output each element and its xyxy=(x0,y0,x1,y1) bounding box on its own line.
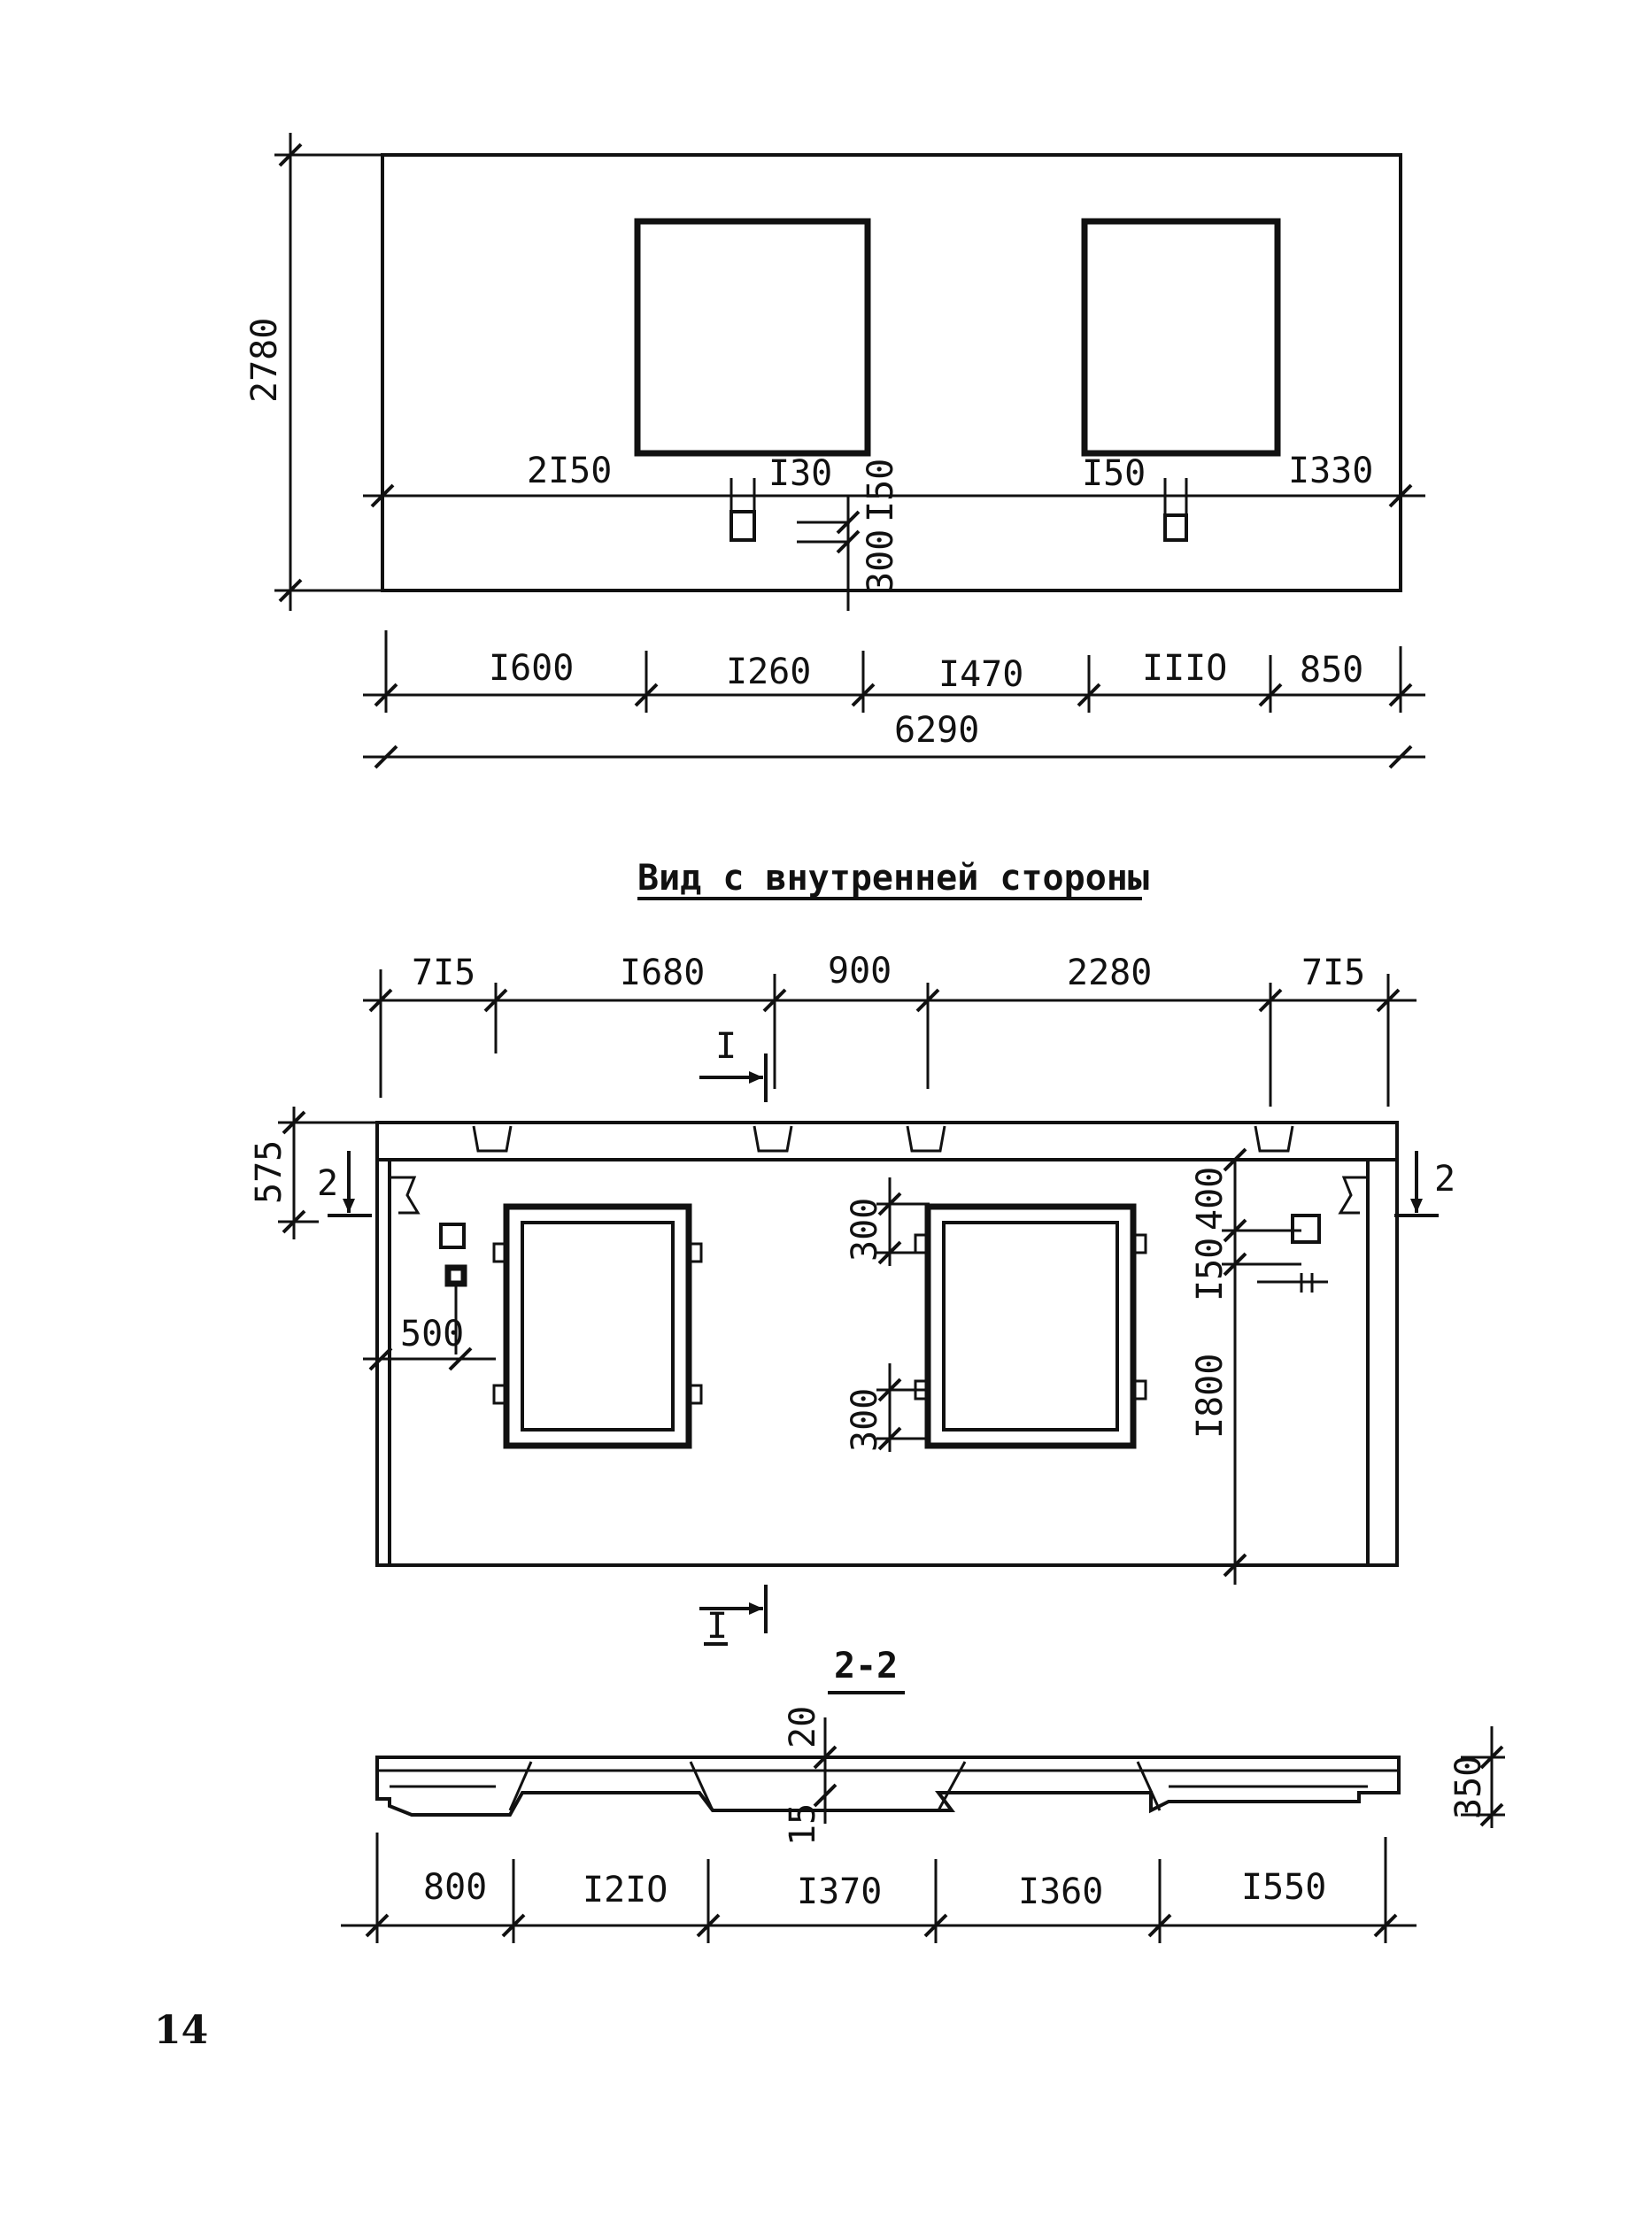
section-depth: 350 xyxy=(1448,1756,1489,1819)
top-thickness: 20 xyxy=(783,1706,823,1748)
top-segment-1: 7I5 xyxy=(412,953,475,993)
section-marker-bottom: I xyxy=(706,1606,728,1647)
total-width: 6290 xyxy=(894,710,979,751)
inner-socket-box-right xyxy=(1291,1214,1321,1244)
segment-1: I600 xyxy=(489,648,574,689)
top-segment-4: 2280 xyxy=(1067,953,1152,993)
bottom-thickness: 15 xyxy=(783,1803,823,1846)
segment-3: I470 xyxy=(938,654,1023,695)
top-segment-2: I680 xyxy=(620,953,705,993)
dim-right-to-edge: I330 xyxy=(1288,451,1373,491)
right-dim-3: I800 xyxy=(1190,1354,1231,1439)
top-segment-3: 900 xyxy=(828,951,892,992)
section-profile xyxy=(375,1756,1401,1817)
inner-junction-box-left xyxy=(444,1264,467,1287)
hinge-gap-bottom: 300 xyxy=(845,1388,885,1452)
inner-window-left-inner xyxy=(521,1221,675,1432)
section-segment-3: I370 xyxy=(797,1871,882,1912)
dim-small-height: 300 xyxy=(861,529,901,593)
panel-outline xyxy=(381,153,1402,592)
section-2-left: 2 xyxy=(317,1163,338,1204)
section-marker-top: I xyxy=(715,1026,737,1067)
inner-window-right-inner xyxy=(942,1221,1119,1432)
section-segment-5: I550 xyxy=(1241,1867,1326,1908)
window-opening-right xyxy=(1081,218,1281,457)
outer-elevation: 2780 2I50 I30 I50 I330 I50 300 xyxy=(244,133,1425,769)
segment-2: I260 xyxy=(726,652,811,692)
section-segment-2: I2IO xyxy=(583,1870,668,1910)
inner-view: Вид с внутренней стороны 7I5 I680 900 22… xyxy=(249,858,1455,1647)
segment-4: IIIO xyxy=(1142,648,1227,689)
hinge-gap-top: 300 xyxy=(845,1198,885,1262)
page-number: 14 xyxy=(154,2008,208,2053)
top-segment-5: 7I5 xyxy=(1301,953,1365,993)
inner-view-title: Вид с внутренней стороны xyxy=(637,858,1149,899)
section-2-right: 2 xyxy=(1434,1159,1455,1200)
socket-box-left xyxy=(730,510,756,542)
dim-right-small-offset: I50 xyxy=(1082,453,1146,494)
socket-box-right xyxy=(1163,513,1188,542)
dim-small-offset-2: I50 xyxy=(861,459,901,522)
dim-small-offset-1: I30 xyxy=(768,453,832,494)
left-offset: 500 xyxy=(400,1314,464,1354)
window-opening-left xyxy=(634,218,871,457)
section-segment-1: 800 xyxy=(423,1867,487,1908)
inner-panel-outline xyxy=(375,1121,1399,1567)
section-2-2: 2-2 20 15 350 xyxy=(341,1646,1505,1943)
height-label: 2780 xyxy=(244,318,285,403)
inner-window-right-outer xyxy=(924,1203,1137,1449)
left-height: 575 xyxy=(249,1140,289,1204)
inner-socket-box-left xyxy=(439,1223,466,1249)
right-dim-1: 400 xyxy=(1190,1167,1231,1231)
right-dim-2: I50 xyxy=(1190,1238,1231,1301)
section-title: 2-2 xyxy=(834,1646,898,1686)
inner-window-left-outer xyxy=(503,1203,692,1449)
segment-5: 850 xyxy=(1300,650,1363,691)
section-segment-4: I360 xyxy=(1018,1871,1103,1912)
dim-left-to-opening: 2I50 xyxy=(527,451,612,491)
